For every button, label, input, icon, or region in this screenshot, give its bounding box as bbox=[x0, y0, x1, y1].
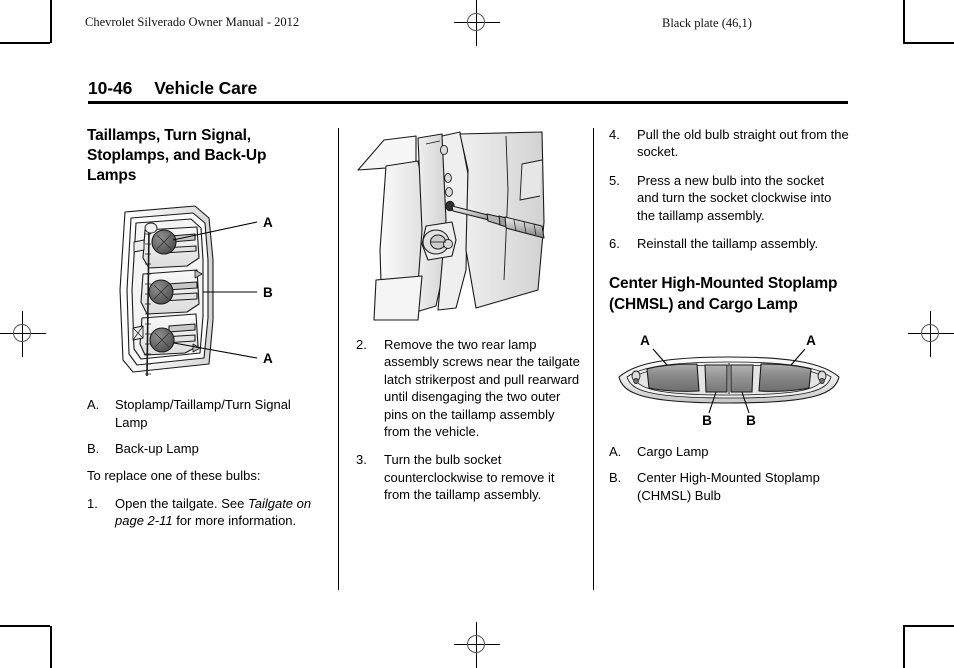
column-divider-2 bbox=[593, 128, 594, 590]
step-number-1: 1. bbox=[87, 496, 98, 512]
figure-callout-a-bottom: A bbox=[263, 351, 273, 366]
step-number-2: 2. bbox=[356, 337, 367, 352]
chmsl-callout-a-right: A bbox=[806, 333, 816, 348]
chmsl-callout-a-left: A bbox=[640, 333, 650, 348]
replace-bulbs-intro: To replace one of these bulbs: bbox=[87, 467, 261, 483]
figure-callout-b: B bbox=[263, 285, 273, 300]
legend-item-a: A. Stoplamp/Taillamp/Turn Signal Lamp bbox=[87, 396, 319, 431]
step-text-5: Press a new bulb into the socket and tur… bbox=[637, 172, 832, 223]
legend-text-a: Stoplamp/Taillamp/Turn Signal Lamp bbox=[115, 397, 291, 430]
step-text-4: Pull the old bulb straight out from the … bbox=[637, 127, 849, 160]
title-underline-rule bbox=[88, 101, 848, 105]
chmsl-cargo-lamp-figure: A A B B bbox=[609, 329, 849, 429]
step-text-1: Open the tailgate. See Tailgate on page … bbox=[115, 495, 319, 530]
step-number-5: 5. bbox=[609, 172, 620, 188]
chapter-title: Vehicle Care bbox=[154, 78, 258, 98]
step-item-2: 2. Remove the two rear lamp assembly scr… bbox=[356, 336, 584, 440]
cross-reference-tailgate[interactable]: Tailgate on page 2‑11 bbox=[115, 496, 312, 529]
chmsl-legend-item-b: B. Center High-Mounted Stoplamp (CHMSL) … bbox=[609, 469, 849, 504]
chmsl-legend-text-a: Cargo Lamp bbox=[637, 443, 709, 459]
registration-mark-bottom bbox=[454, 622, 500, 668]
figure-callout-a-top: A bbox=[263, 215, 273, 230]
step-number-4: 4. bbox=[609, 127, 620, 142]
chmsl-legend-key-b: B. bbox=[609, 470, 622, 486]
section-heading-chmsl: Center High-Mounted Stoplamp (CHMSL) and… bbox=[609, 275, 838, 313]
step-number-3: 3. bbox=[356, 452, 367, 468]
step-1-text-after: for more information. bbox=[172, 513, 297, 529]
legend-key-b: B. bbox=[87, 441, 100, 457]
chmsl-legend-item-a: A. Cargo Lamp bbox=[609, 443, 849, 460]
registration-mark-right bbox=[908, 311, 954, 357]
column-divider-1 bbox=[338, 128, 339, 590]
step-item-5: 5. Press a new bulb into the socket and … bbox=[609, 172, 849, 224]
running-head-right: Black plate (46,1) bbox=[662, 16, 752, 30]
step-item-6: 6. Reinstall the taillamp assembly. bbox=[609, 235, 849, 252]
step-text-2: Remove the two rear lamp assembly screws… bbox=[384, 337, 580, 440]
taillamp-assembly-figure: A B A bbox=[87, 200, 319, 382]
column-1: Taillamps, Turn Signal, Stoplamps, and B… bbox=[87, 126, 319, 541]
column-2: 2. Remove the two rear lamp assembly scr… bbox=[356, 126, 584, 515]
legend-item-b: B. Back-up Lamp bbox=[87, 440, 319, 457]
page-title: 10-46 Vehicle Care bbox=[88, 78, 848, 99]
crop-mark-top-left-vertical bbox=[50, 0, 52, 43]
crop-mark-bottom-left-horizontal bbox=[0, 625, 50, 627]
crop-mark-bottom-right-horizontal bbox=[903, 625, 954, 627]
chmsl-legend-text-b: Center High-Mounted Stoplamp (CHMSL) Bul… bbox=[637, 470, 820, 503]
page-number: 10-46 bbox=[88, 78, 133, 98]
column-3: 4. Pull the old bulb straight out from t… bbox=[609, 126, 849, 513]
chmsl-callout-b-right: B bbox=[746, 413, 756, 428]
step-item-3: 3. Turn the bulb socket counterclockwise… bbox=[356, 451, 584, 503]
crop-mark-bottom-left-vertical bbox=[50, 626, 52, 668]
step-item-1: 1. Open the tailgate. See Tailgate on pa… bbox=[87, 495, 319, 530]
chmsl-legend-key-a: A. bbox=[609, 443, 622, 459]
step-1-text-before: Open the tailgate. See bbox=[115, 496, 248, 512]
crop-mark-top-right-vertical bbox=[903, 0, 905, 43]
crop-mark-bottom-right-vertical bbox=[903, 626, 905, 668]
registration-mark-left bbox=[0, 311, 46, 357]
step-number-6: 6. bbox=[609, 236, 620, 252]
chmsl-callout-b-left: B bbox=[702, 413, 712, 428]
crop-mark-top-left-horizontal bbox=[0, 42, 50, 44]
crop-mark-top-right-horizontal bbox=[903, 42, 954, 44]
step-text-6: Reinstall the taillamp assembly. bbox=[637, 236, 819, 252]
section-heading-taillamps: Taillamps, Turn Signal, Stoplamps, and B… bbox=[87, 127, 267, 185]
legend-text-b: Back-up Lamp bbox=[115, 441, 199, 457]
taillamp-screw-removal-figure bbox=[356, 130, 584, 322]
registration-mark-top bbox=[454, 0, 500, 46]
running-head-left: Chevrolet Silverado Owner Manual - 2012 bbox=[85, 15, 300, 29]
step-item-4: 4. Pull the old bulb straight out from t… bbox=[609, 126, 849, 161]
legend-key-a: A. bbox=[87, 397, 100, 413]
step-text-3: Turn the bulb socket counterclockwise to… bbox=[384, 452, 555, 503]
